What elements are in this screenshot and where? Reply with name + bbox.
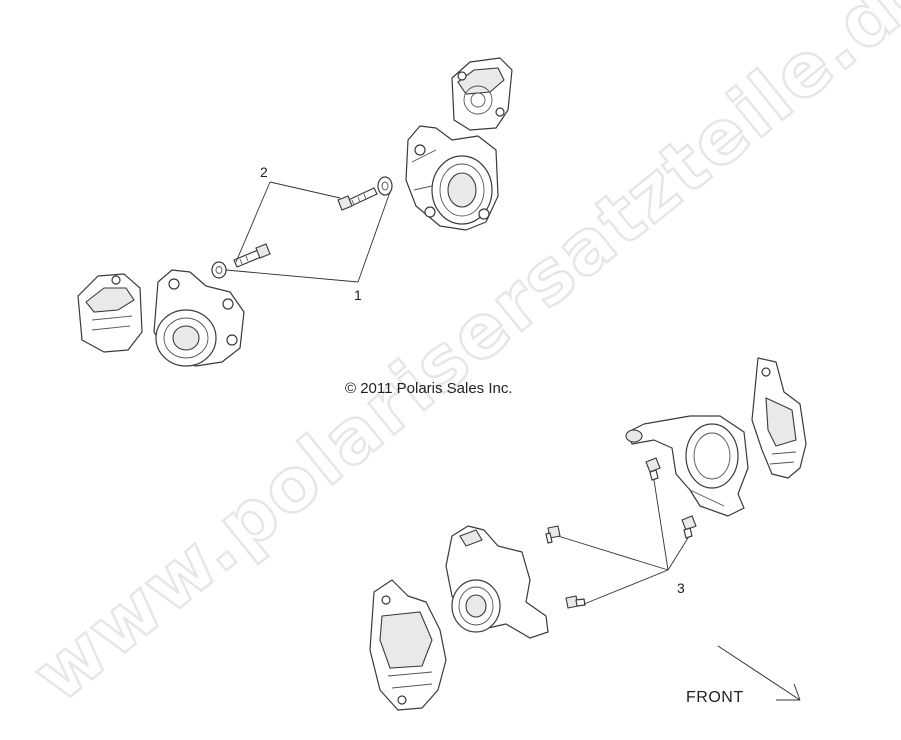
copyright-notice: © 2011 Polaris Sales Inc.: [345, 380, 513, 397]
bolt-3-b: [681, 515, 697, 539]
upper-caliper-housing-right: [405, 125, 499, 231]
lower-caliper-pad-right: [751, 357, 807, 479]
bolt-2-lower: [233, 243, 271, 268]
upper-caliper-pad-left: [77, 273, 143, 353]
callout-label-1: 1: [354, 287, 362, 303]
callout-leaders-upper: [225, 181, 391, 283]
callout-label-3: 3: [677, 580, 685, 596]
upper-caliper-housing-left: [153, 269, 245, 367]
lower-knuckle-left: [445, 525, 549, 639]
lower-caliper-left: [369, 579, 447, 711]
bolt-2-upper: [337, 187, 378, 211]
bolt-3-c: [545, 525, 561, 544]
bolt-3-a: [645, 457, 661, 481]
callout-leaders-lower: [557, 479, 689, 605]
lower-knuckle-right: [625, 415, 749, 517]
callout-label-2: 2: [260, 164, 268, 180]
front-label: FRONT: [686, 689, 744, 706]
upper-caliper-bracket-right: [451, 57, 513, 131]
washer-upper: [377, 176, 393, 196]
washer-lower: [211, 261, 227, 279]
bolt-3-d: [565, 595, 586, 609]
front-direction-arrow: [717, 645, 801, 701]
